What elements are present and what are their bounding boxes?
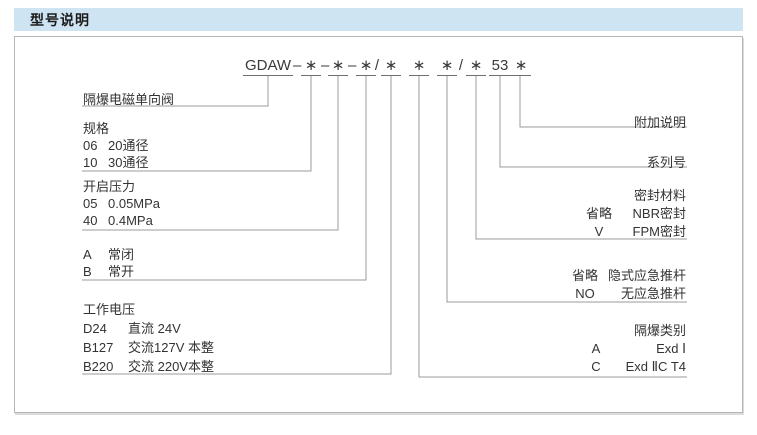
code-star-4: ∗ xyxy=(381,57,401,76)
code-star-3: ∗ xyxy=(356,57,376,76)
code-prefix: GDAW xyxy=(243,57,293,76)
valve-name-label: 隔爆电磁单向阀 xyxy=(83,92,175,107)
row-code: 05 xyxy=(83,196,98,211)
row-desc: NBR密封 xyxy=(632,206,686,221)
row-desc: Exd ⅡC T4 xyxy=(625,359,686,374)
exd-title: 隔爆类别 xyxy=(633,323,686,338)
code-slash-2: / xyxy=(458,57,464,74)
row-desc: 无应急推杆 xyxy=(620,286,686,301)
row-desc: 20通径 xyxy=(108,138,149,153)
exd-block: 隔爆类别 A Exd Ⅰ C Exd ⅡC T4 xyxy=(588,322,686,376)
row-code: V xyxy=(594,224,604,239)
code-slash-1: / xyxy=(374,57,380,74)
row-desc: 隐式应急推杆 xyxy=(607,268,686,283)
code-star-7: ∗ xyxy=(466,57,486,76)
row-code: A xyxy=(83,247,92,262)
seal-title: 密封材料 xyxy=(633,188,686,203)
code-star-5: ∗ xyxy=(409,57,429,76)
code-star-8: ∗ xyxy=(511,57,531,76)
mode-row: A 常闭 xyxy=(83,246,134,263)
code-dash-3: – xyxy=(348,57,357,74)
row-code: 06 xyxy=(83,138,98,153)
row-code: A xyxy=(591,341,601,356)
row-desc: 直流 24V xyxy=(128,321,181,336)
extra-note-label: 附加说明 xyxy=(633,115,686,130)
voltage-row: D24 直流 24V xyxy=(83,319,214,338)
voltage-row: B220 交流 220V本整 xyxy=(83,357,214,376)
code-dash-2: – xyxy=(321,57,330,74)
row-desc: Exd Ⅰ xyxy=(656,341,686,356)
row-desc: 0.05MPa xyxy=(108,196,161,211)
pushrod-row: NO 无应急推杆 xyxy=(570,285,686,303)
pressure-row: 05 0.05MPa xyxy=(83,195,160,212)
spec-row: 06 20通径 xyxy=(83,137,148,154)
row-code: 省略 xyxy=(571,268,598,283)
code-star-2: ∗ xyxy=(328,57,348,76)
row-code: NO xyxy=(575,286,595,301)
code-star-6: ∗ xyxy=(437,57,457,76)
row-code: 省略 xyxy=(585,206,612,221)
spec-row: 10 30通径 xyxy=(83,154,148,171)
row-desc: 常开 xyxy=(108,264,135,279)
pressure-row: 40 0.4MPa xyxy=(83,212,160,229)
row-code: B xyxy=(83,264,92,279)
mode-block: A 常闭 B 常开 xyxy=(83,246,134,280)
pressure-block: 开启压力 05 0.05MPa 40 0.4MPa xyxy=(83,178,160,229)
spec-title: 规格 xyxy=(83,121,110,136)
voltage-block: 工作电压 D24 直流 24V B127 交流127V 本整 B220 交流 2… xyxy=(83,300,214,376)
series-label: 系列号 xyxy=(646,155,686,170)
seal-block: 密封材料 省略 NBR密封 V FPM密封 xyxy=(584,187,686,241)
row-code: B127 xyxy=(83,340,114,355)
row-desc: 0.4MPa xyxy=(108,213,153,228)
voltage-title: 工作电压 xyxy=(83,302,136,317)
exd-row: A Exd Ⅰ xyxy=(588,340,686,358)
voltage-row: B127 交流127V 本整 xyxy=(83,338,214,357)
code-series-number: 53 xyxy=(489,57,511,76)
exd-row: C Exd ⅡC T4 xyxy=(588,358,686,376)
row-code: B220 xyxy=(83,359,114,374)
row-desc: 常闭 xyxy=(108,247,135,262)
row-desc: FPM密封 xyxy=(632,224,686,239)
row-code: D24 xyxy=(83,321,107,336)
section-header-bar: 型号说明 xyxy=(14,8,743,31)
row-code: 10 xyxy=(83,155,98,170)
mode-row: B 常开 xyxy=(83,263,134,280)
row-desc: 交流 220V本整 xyxy=(128,359,214,374)
seal-row: 省略 NBR密封 xyxy=(584,205,686,223)
code-star-1: ∗ xyxy=(301,57,321,76)
row-code: C xyxy=(591,359,601,374)
row-desc: 交流127V 本整 xyxy=(128,340,214,355)
pressure-title: 开启压力 xyxy=(83,179,136,194)
spec-block: 规格 06 20通径 10 30通径 xyxy=(83,120,148,171)
code-dash-1: – xyxy=(293,57,302,74)
row-desc: 30通径 xyxy=(108,155,149,170)
row-code: 40 xyxy=(83,213,98,228)
pushrod-block: 省略 隐式应急推杆 NO 无应急推杆 xyxy=(570,267,686,303)
seal-row: V FPM密封 xyxy=(584,223,686,241)
pushrod-row: 省略 隐式应急推杆 xyxy=(570,267,686,285)
section-title: 型号说明 xyxy=(30,11,90,28)
